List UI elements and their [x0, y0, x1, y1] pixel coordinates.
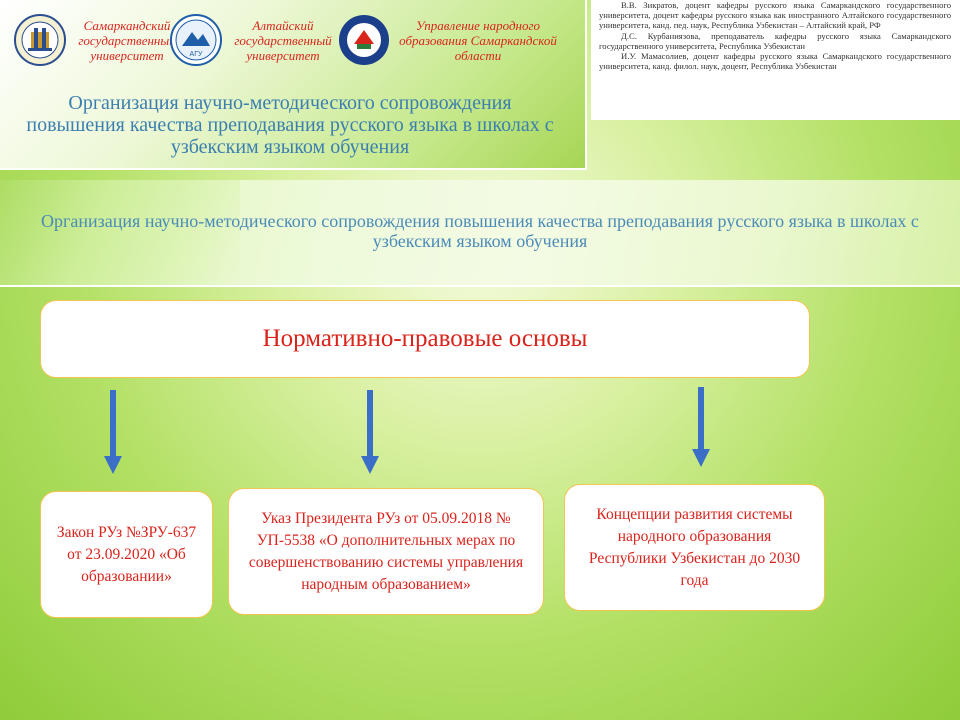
slide-title: Организация научно-методического сопрово… [41, 211, 919, 251]
altai-university-logo-icon: АГУ [170, 14, 222, 66]
presidential-decree-box: Указ Президента РУз от 05.09.2018 № УП-5… [228, 488, 544, 615]
samarkand-university-logo-icon [14, 14, 66, 66]
education-concept-box: Концепции развития системы народного обр… [564, 484, 825, 611]
authors-info: В.В. Зикратов, доцент кафедры русского я… [591, 0, 960, 120]
education-law-box: Закон РУз №ЗРУ-637 от 23.09.2020 «Об обр… [40, 491, 213, 618]
author-paragraph: Д.С. Курбаниязова, преподаватель кафедры… [599, 30, 951, 51]
logo-row: Самаркандский государственный университе… [10, 10, 580, 70]
banner-title: Организация научно-методического сопрово… [26, 92, 554, 158]
samarkand-education-caption: Управление народного образования Самарка… [399, 18, 557, 63]
down-arrow-icon [104, 390, 122, 474]
title-band [0, 180, 960, 287]
down-arrow-icon [361, 390, 379, 474]
education-law-label: Закон РУз №ЗРУ-637 от 23.09.2020 «Об обр… [56, 523, 197, 585]
samarkand-education-logo-icon [339, 15, 389, 65]
agu-logo-text: АГУ [190, 51, 203, 58]
presidential-decree-label: Указ Президента РУз от 05.09.2018 № УП-5… [248, 509, 524, 593]
altai-university-caption: Алтайский государственный университет [234, 18, 332, 63]
legal-foundations-box: Нормативно-правовые основы [40, 300, 810, 378]
author-paragraph: И.У. Мамасолиев, доцент кафедры русского… [599, 51, 951, 72]
down-arrow-icon [692, 387, 710, 467]
conference-banner: Самаркандский государственный университе… [0, 0, 587, 170]
author-paragraph: В.В. Зикратов, доцент кафедры русского я… [599, 0, 951, 31]
legal-foundations-label: Нормативно-правовые основы [262, 325, 588, 352]
education-concept-label: Концепции развития системы народного обр… [588, 505, 801, 589]
samarkand-university-caption: Самаркандский государственный университе… [78, 18, 176, 63]
